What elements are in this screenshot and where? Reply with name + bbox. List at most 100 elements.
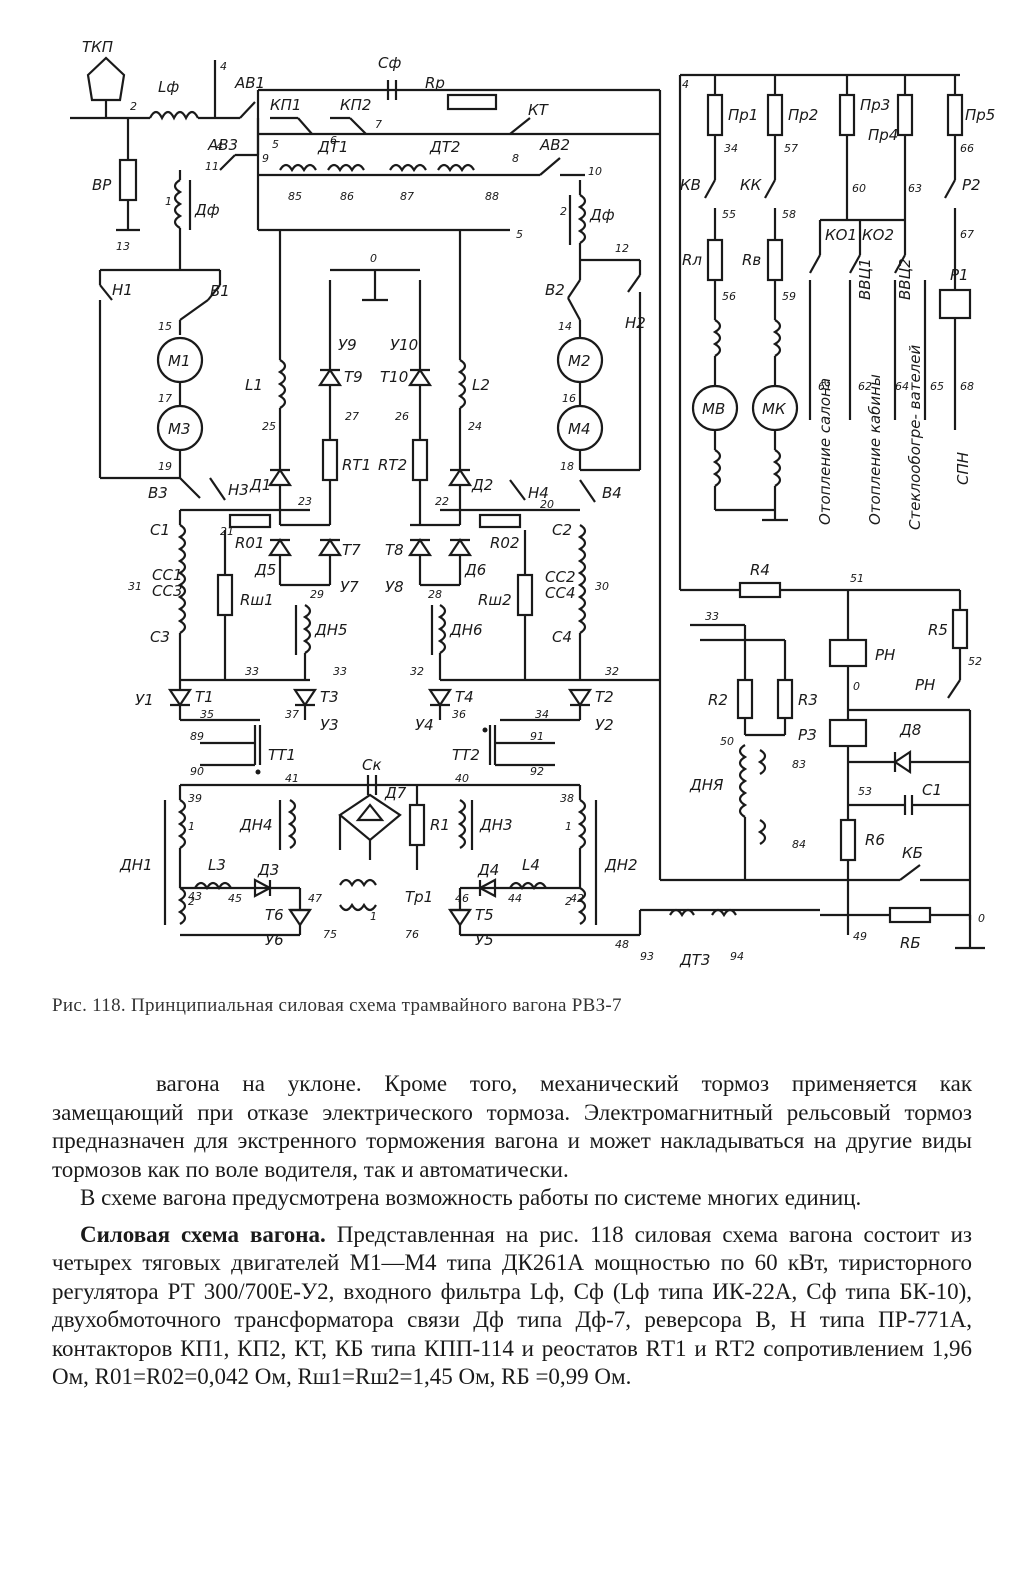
svg-text:7: 7 — [375, 118, 382, 131]
thyristor-t7: Т7 У7 — [317, 538, 361, 596]
contactor-kb: КБ — [899, 844, 923, 881]
svg-text:РН: РН — [915, 676, 935, 694]
reverser-n2: Н2 — [625, 260, 646, 332]
svg-text:Н1: Н1 — [112, 281, 133, 299]
svg-text:34: 34 — [535, 708, 549, 721]
svg-text:В3: В3 — [148, 484, 168, 502]
inductor-l2: L2 — [457, 359, 490, 409]
svg-text:ДН2: ДН2 — [604, 856, 638, 874]
svg-text:С1: С1 — [922, 781, 942, 799]
figure-caption: Рис. 118. Принципиальная силовая схема т… — [52, 995, 622, 1016]
svg-text:6: 6 — [330, 134, 337, 147]
field-winding-right: С2 СС2 СС4 С4 30 — [545, 521, 609, 646]
svg-text:94: 94 — [730, 950, 744, 963]
svg-text:1: 1 — [565, 820, 572, 833]
svg-text:В1: В1 — [210, 282, 230, 300]
sensor-dnya: ДНЯ 83 84 — [689, 744, 806, 851]
contactor-kt: КТ — [509, 101, 550, 135]
svg-text:23: 23 — [298, 495, 312, 508]
switch-av1: АВ1 — [215, 74, 265, 120]
svg-text:Р1: Р1 — [950, 266, 969, 284]
svg-text:Т8: Т8 — [385, 541, 404, 559]
current-sensor-dt3: ДТ3 93 94 — [640, 908, 744, 969]
svg-text:4: 4 — [220, 60, 227, 73]
svg-text:Дф: Дф — [194, 201, 220, 219]
svg-text:МВ: МВ — [702, 400, 725, 418]
svg-text:М3: М3 — [168, 420, 191, 438]
svg-text:Н4: Н4 — [528, 484, 549, 502]
svg-text:Т2: Т2 — [595, 688, 614, 706]
reverser-v1: В1 — [207, 270, 230, 301]
svg-text:63: 63 — [908, 182, 922, 195]
svg-text:35: 35 — [200, 708, 214, 721]
svg-text:Пр4: Пр4 — [868, 126, 898, 144]
resistor-rt2 — [411, 438, 429, 482]
thyristor-t5: Т5 У5 — [447, 906, 494, 949]
svg-text:90: 90 — [190, 765, 204, 778]
svg-text:89: 89 — [190, 730, 204, 743]
svg-text:R4: R4 — [750, 561, 770, 579]
svg-text:31: 31 — [128, 580, 142, 593]
svg-text:В4: В4 — [602, 484, 622, 502]
resistor-r01 — [228, 513, 272, 529]
svg-text:С3: С3 — [150, 628, 170, 646]
svg-text:22: 22 — [435, 495, 449, 508]
svg-text:34: 34 — [724, 142, 738, 155]
svg-text:67: 67 — [960, 228, 974, 241]
svg-text:32: 32 — [410, 665, 424, 678]
svg-text:L4: L4 — [522, 856, 540, 874]
svg-text:КП2: КП2 — [340, 96, 371, 114]
svg-text:55: 55 — [722, 208, 736, 221]
capacitor-cf: Сф — [378, 54, 401, 100]
pantograph-tkp: ТКП — [82, 38, 126, 118]
svg-text:КО1: КО1 — [825, 226, 857, 244]
svg-text:С2: С2 — [552, 521, 572, 539]
sensor-dn6: ДН6 — [430, 604, 483, 655]
svg-text:28: 28 — [428, 588, 442, 601]
svg-text:R3: R3 — [798, 691, 818, 709]
svg-text:57: 57 — [784, 142, 798, 155]
resistor-rsh2 — [516, 573, 534, 617]
svg-text:АВ2: АВ2 — [539, 136, 570, 154]
resistor-rb — [888, 906, 932, 924]
transformer-df-right: 2 Дф — [560, 180, 615, 245]
svg-text:Т6: Т6 — [265, 906, 284, 924]
resistor-r3 — [776, 678, 794, 720]
svg-text:ДТ1: ДТ1 — [317, 138, 348, 156]
reverser-v4: В4 — [579, 479, 622, 503]
reverser-n3: Н3 — [209, 477, 249, 501]
svg-text:2: 2 — [130, 100, 137, 113]
resistor-rsh1 — [216, 573, 234, 617]
svg-text:КТ: КТ — [528, 101, 550, 119]
svg-text:М1: М1 — [168, 352, 191, 370]
relay-p1: Р1 — [938, 266, 972, 320]
svg-text:25: 25 — [262, 420, 276, 433]
svg-text:33: 33 — [705, 610, 719, 623]
svg-text:Тр1: Тр1 — [405, 888, 433, 906]
tkp-label: ТКП — [82, 38, 113, 56]
svg-text:Rш1: Rш1 — [240, 591, 274, 609]
svg-text:0: 0 — [853, 680, 860, 693]
svg-text:4: 4 — [682, 78, 689, 91]
filter-inductor-lf: Lф — [149, 78, 199, 121]
svg-text:43: 43 — [188, 890, 202, 903]
svg-text:R5: R5 — [928, 621, 948, 639]
svg-text:Т10: Т10 — [380, 368, 408, 386]
svg-text:У4: У4 — [415, 716, 434, 734]
svg-text:19: 19 — [158, 460, 172, 473]
svg-text:КО2: КО2 — [862, 226, 894, 244]
contact-rn: РН — [915, 648, 962, 699]
svg-text:64: 64 — [895, 380, 909, 393]
svg-text:ТТ2: ТТ2 — [452, 746, 480, 764]
svg-text:66: 66 — [960, 142, 974, 155]
svg-text:R6: R6 — [865, 831, 885, 849]
svg-text:Д2: Д2 — [471, 476, 493, 494]
fuse-pr1: Пр1 — [706, 93, 758, 137]
reverser-n4: Н4 — [509, 479, 549, 502]
svg-text:У6: У6 — [265, 931, 284, 949]
svg-text:РН: РН — [875, 646, 895, 664]
svg-text:58: 58 — [782, 208, 796, 221]
svg-text:2: 2 — [560, 205, 567, 218]
paragraph-3-text: Представленная на рис. 118 силовая схема… — [52, 1221, 972, 1390]
contactor-p2: Р2 — [944, 176, 981, 199]
